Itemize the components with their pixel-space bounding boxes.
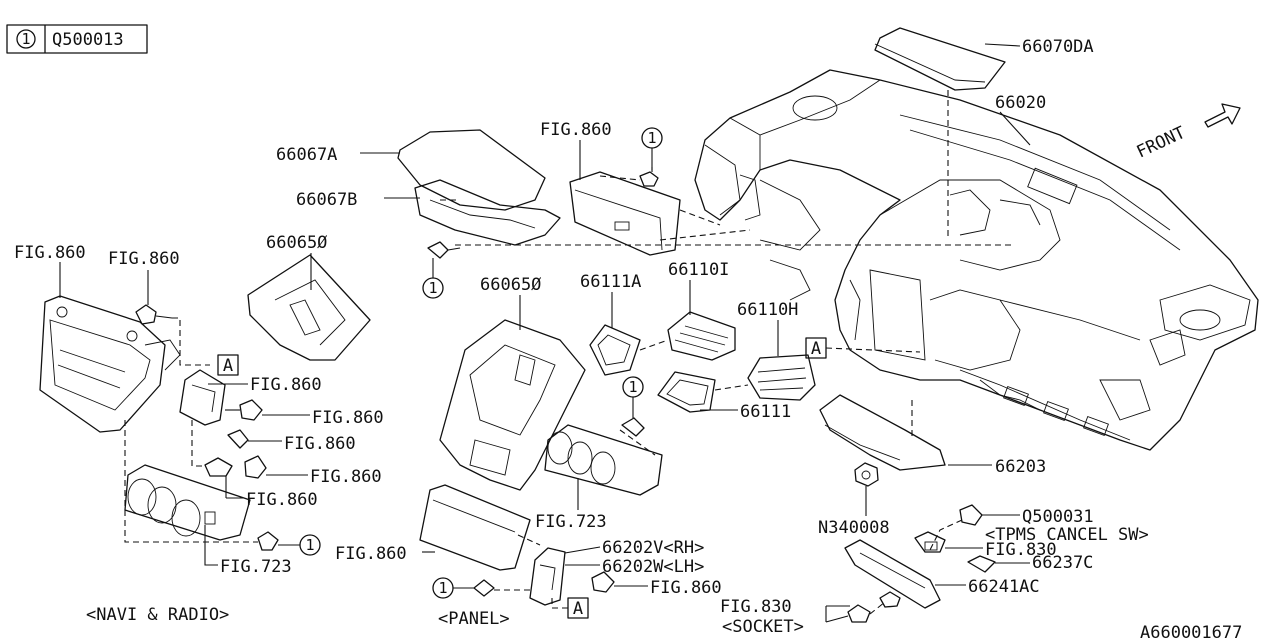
ref-box-a-panel: A (573, 599, 583, 619)
bezel-66065-upper[interactable] (247, 254, 371, 361)
legend-part-number: Q500013 (52, 30, 124, 50)
label-fig860-panel: FIG.860 (335, 544, 407, 564)
label-66202W: 66202W<LH> (602, 557, 704, 577)
label-fig860-l5: FIG.860 (284, 434, 356, 454)
screw-Q500031 (959, 504, 983, 526)
circle-callout-mid: 1 (428, 279, 437, 297)
label-66065-b: 66065Ø (480, 275, 541, 295)
socket-fig830[interactable] (847, 591, 901, 623)
label-66203: 66203 (995, 457, 1046, 477)
cover-66237C[interactable] (967, 555, 996, 573)
label-fig860-l2: FIG.860 (108, 249, 180, 269)
label-66202V: 66202V<RH> (602, 538, 704, 558)
front-arrow: FRONT (1134, 103, 1241, 163)
vent-66111A[interactable] (589, 324, 641, 376)
clip-left (227, 429, 249, 449)
label-66065-a: 66065Ø (266, 233, 327, 253)
label-66067B: 66067B (296, 190, 357, 210)
screw-panel (591, 571, 615, 593)
bolt-panel (473, 579, 495, 597)
panel-66241AC[interactable] (844, 539, 941, 609)
circle-callout-panel: 1 (438, 579, 447, 597)
ref-box-a-right: A (811, 339, 821, 359)
label-fig723-left: FIG.723 (220, 557, 292, 577)
label-66237C: 66237C (1032, 553, 1093, 573)
bracket-left[interactable] (179, 369, 226, 426)
bolt-left-top (135, 304, 173, 325)
screw-left-1 (225, 399, 263, 421)
label-66110H: 66110H (737, 300, 798, 320)
label-socket: <SOCKET> (722, 617, 804, 637)
label-66241AC: 66241AC (968, 577, 1040, 597)
circle-callout-center: 1 (628, 378, 637, 396)
bracket-66202[interactable] (529, 547, 566, 606)
navi-radio-unit[interactable] (39, 295, 181, 433)
label-66111A: 66111A (580, 272, 641, 292)
vent-66110I[interactable] (667, 311, 736, 361)
screw-center (621, 417, 645, 437)
label-fig830-a: FIG.830 (985, 540, 1057, 560)
bracket-66203[interactable] (819, 394, 946, 471)
unit-fig860-top[interactable] (569, 171, 681, 256)
label-66111: 66111 (740, 402, 791, 422)
front-label: FRONT (1134, 123, 1189, 163)
label-Q500031: Q500031 (1022, 507, 1094, 527)
label-fig860-l6: FIG.860 (310, 467, 382, 487)
cover-66070DA[interactable] (874, 27, 1006, 91)
nut-N340008 (854, 462, 879, 487)
instrument-panel-66020[interactable] (694, 69, 1259, 451)
legend-number: 1 (21, 30, 30, 48)
bolt-mid (427, 241, 461, 259)
label-fig860-l7: FIG.860 (246, 490, 318, 510)
climate-control-left[interactable] (124, 464, 251, 541)
circle-callout-left: 1 (305, 536, 314, 554)
screw-left-3 (257, 531, 279, 551)
vent-66111[interactable] (657, 371, 716, 413)
ref-box-a-left: A (223, 356, 233, 376)
display-panel-fig860[interactable] (419, 484, 531, 571)
label-fig860-l4: FIG.860 (312, 408, 384, 428)
label-66110I: 66110I (668, 260, 729, 280)
label-fig860-panel2: FIG.860 (650, 578, 722, 598)
label-66067A: 66067A (276, 145, 337, 165)
bezel-66065-center[interactable] (439, 319, 586, 491)
label-fig860-l1: FIG.860 (14, 243, 86, 263)
drawing-number: A660001677 (1140, 623, 1242, 640)
label-fig830-b: FIG.830 (720, 597, 792, 617)
label-navi-radio: <NAVI & RADIO> (86, 605, 229, 625)
circle-callout-top: 1 (647, 129, 656, 147)
screw-left-2 (204, 455, 267, 479)
bolt-top (639, 167, 659, 187)
vent-66110H[interactable] (747, 354, 816, 401)
climate-control-center[interactable] (544, 424, 663, 496)
label-66020: 66020 (995, 93, 1046, 113)
label-N340008: N340008 (818, 518, 890, 538)
label-66070DA: 66070DA (1022, 37, 1094, 57)
label-fig860-top: FIG.860 (540, 120, 612, 140)
label-fig860-l3: FIG.860 (250, 375, 322, 395)
label-fig723-center: FIG.723 (535, 512, 607, 532)
pad-66067A[interactable] (397, 129, 546, 211)
switch-tpms[interactable] (914, 531, 946, 553)
legend-box: 1 Q500013 (6, 24, 148, 54)
bracket-66067B[interactable] (414, 179, 561, 246)
label-tpms: <TPMS CANCEL SW> (985, 525, 1149, 545)
label-panel: <PANEL> (438, 609, 510, 629)
